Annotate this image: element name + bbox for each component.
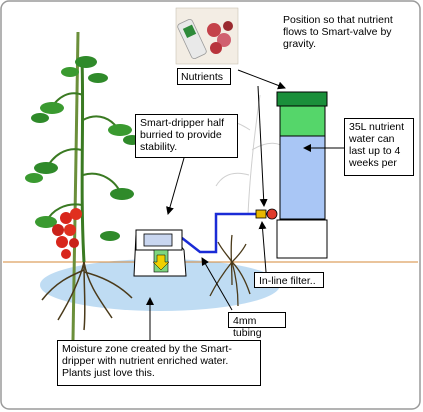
seedling <box>209 234 251 307</box>
position-note: Position so that nutrient flows to Smart… <box>283 14 413 50</box>
tubing-line <box>181 212 272 254</box>
moisture-zone <box>40 259 280 311</box>
tank-note-text: 35L nutrient water can last up to 4 week… <box>349 121 405 169</box>
nutrients-label-text: Nutrients <box>181 71 224 83</box>
plant-roots <box>41 261 133 331</box>
filter-note-text: In-line filter.. <box>259 275 316 287</box>
nutrients-label: Nutrients <box>177 68 231 85</box>
nutrient-bottles-image <box>175 7 239 65</box>
tank-note: 35L nutrient water can last up to 4 week… <box>344 118 414 176</box>
tubing-note: 4mm tubing <box>228 312 286 339</box>
plant-stake <box>71 31 80 341</box>
pointer-arrows <box>146 69 344 340</box>
inline-filter <box>255 209 267 219</box>
tubing-note-text: 4mm tubing <box>233 315 262 339</box>
smart-valve <box>266 208 278 220</box>
nutrient-tank <box>276 91 328 259</box>
filter-note: In-line filter.. <box>254 272 324 288</box>
tomato-plant <box>25 56 141 263</box>
moisture-note: Moisture zone created by the Smart-dripp… <box>57 340 261 386</box>
dripper-note: Smart-dripper half burried to provide st… <box>135 114 238 158</box>
moisture-note-text: Moisture zone created by the Smart-dripp… <box>62 343 232 379</box>
dripper-note-text: Smart-dripper half burried to provide st… <box>140 117 225 153</box>
tomato-cluster <box>52 208 82 259</box>
position-note-text: Position so that nutrient flows to Smart… <box>283 14 393 50</box>
smart-dripper <box>133 229 187 277</box>
